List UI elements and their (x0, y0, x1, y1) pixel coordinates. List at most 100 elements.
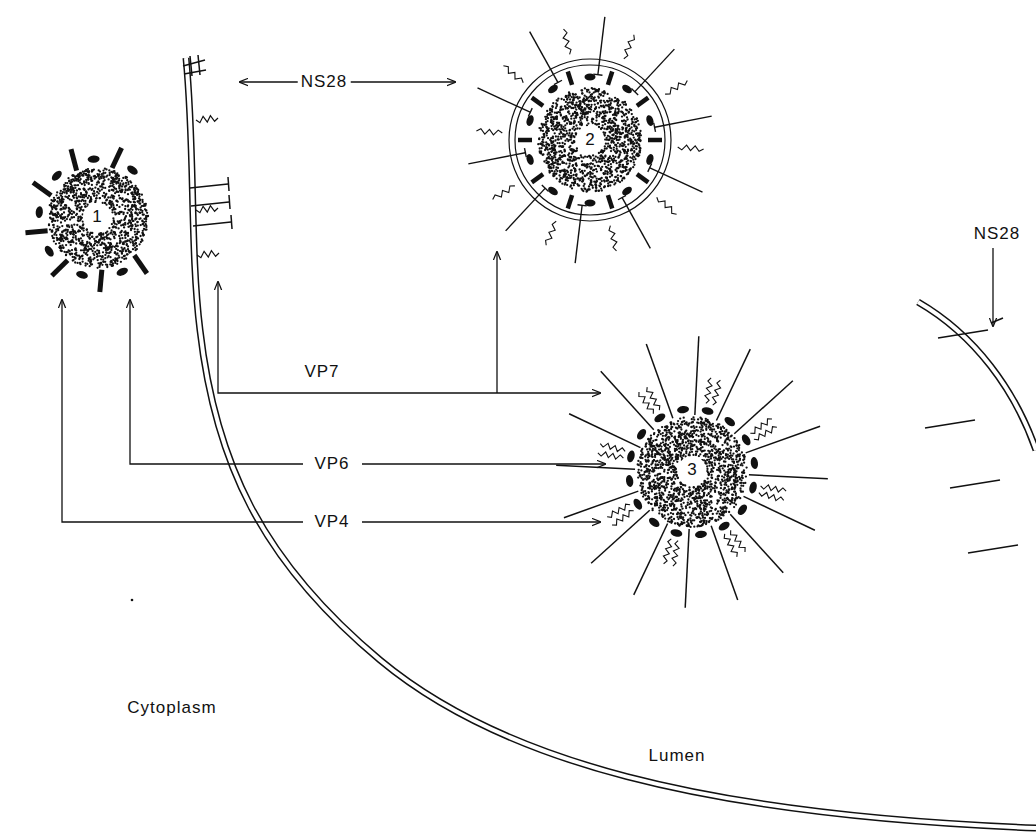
particle-part (570, 172, 572, 174)
particle-part (136, 208, 138, 210)
particle-part (583, 107, 585, 109)
particle-part (576, 150, 578, 152)
particle-part (136, 221, 138, 223)
particle-part (594, 183, 596, 185)
particle-part (79, 256, 81, 258)
particle-part (124, 230, 126, 232)
particle-part (68, 179, 70, 181)
particle-part (619, 136, 621, 138)
particle-part (566, 169, 568, 171)
particle-part (597, 156, 599, 158)
particle-part (135, 205, 137, 207)
particle-part (541, 136, 543, 138)
particle-part (566, 184, 568, 186)
particle-part (55, 228, 57, 230)
particle-part (84, 184, 86, 186)
particle-part (142, 214, 144, 216)
particle-part (76, 189, 78, 191)
particle-part (127, 193, 129, 195)
particle-part (81, 261, 83, 263)
particle-part (117, 212, 119, 214)
particle-part (94, 187, 96, 189)
particle-part (55, 208, 57, 210)
particle-part (110, 180, 112, 182)
particle-part (111, 189, 113, 191)
particle-part (99, 238, 101, 240)
particle-part (132, 244, 134, 246)
particle-part (619, 104, 621, 106)
particle-part (123, 255, 125, 257)
particle-part (71, 199, 73, 201)
particle-part (121, 257, 123, 259)
particle-part (83, 182, 85, 184)
particle-part (93, 190, 95, 192)
particle-part (87, 177, 89, 179)
particle-part (64, 182, 66, 184)
particle-part (121, 190, 123, 192)
particle-part (100, 258, 102, 260)
particle-part (66, 196, 68, 198)
particle-part (79, 216, 81, 218)
particle-part (116, 204, 118, 206)
particle-part (124, 208, 126, 210)
particle-part (58, 242, 60, 244)
particle-part (111, 223, 113, 225)
particle-part (55, 243, 57, 245)
particle-part (79, 188, 81, 190)
particle-part (124, 237, 126, 239)
particle-part (146, 212, 148, 214)
particle-part (110, 229, 112, 231)
particle-part (110, 206, 112, 208)
particle-part (65, 236, 67, 238)
particle-part (131, 218, 133, 220)
particle-part (565, 119, 567, 121)
particle-part (60, 235, 62, 237)
particle-part (74, 261, 76, 263)
particle-part (637, 135, 639, 137)
particle-part (64, 189, 66, 191)
particle-part (80, 172, 82, 174)
particle-part (588, 177, 590, 179)
particle-part (139, 212, 141, 214)
particle-part (103, 247, 105, 249)
particle-part (56, 214, 58, 216)
particle-part (560, 136, 562, 138)
particle-part (128, 209, 130, 211)
particle-part (89, 232, 91, 234)
particle-part (62, 216, 64, 218)
particle-part (600, 127, 602, 129)
particle-part (69, 211, 71, 213)
particle-part (87, 188, 89, 190)
particle-part (91, 236, 93, 238)
particle-part (77, 217, 79, 219)
particle-part (111, 196, 113, 198)
particle-part (56, 237, 58, 239)
particle-part (84, 262, 86, 264)
particle-part (91, 250, 93, 252)
particle-part (612, 155, 614, 157)
particle-part (138, 231, 140, 233)
particle-part (608, 97, 610, 99)
er-membrane (918, 302, 1036, 450)
particle-part (136, 248, 138, 250)
particle-part (55, 230, 57, 232)
particle-part (71, 224, 73, 226)
particle-part (141, 211, 143, 213)
particle-part (82, 244, 84, 246)
particle-part (108, 227, 110, 229)
particle-part (127, 205, 129, 207)
particle-part (109, 174, 111, 176)
particle-part (80, 249, 82, 251)
particle-part (125, 182, 127, 184)
particle-part (543, 136, 545, 138)
particle-part (119, 237, 121, 239)
particle-part (102, 169, 104, 171)
particle-part (84, 246, 86, 248)
particle-part (123, 258, 125, 260)
particle-part (116, 181, 118, 183)
particle-part (118, 206, 120, 208)
particle-part (575, 108, 577, 110)
particle-part (141, 201, 143, 203)
particle-part (557, 98, 559, 100)
particle-part (108, 190, 110, 192)
